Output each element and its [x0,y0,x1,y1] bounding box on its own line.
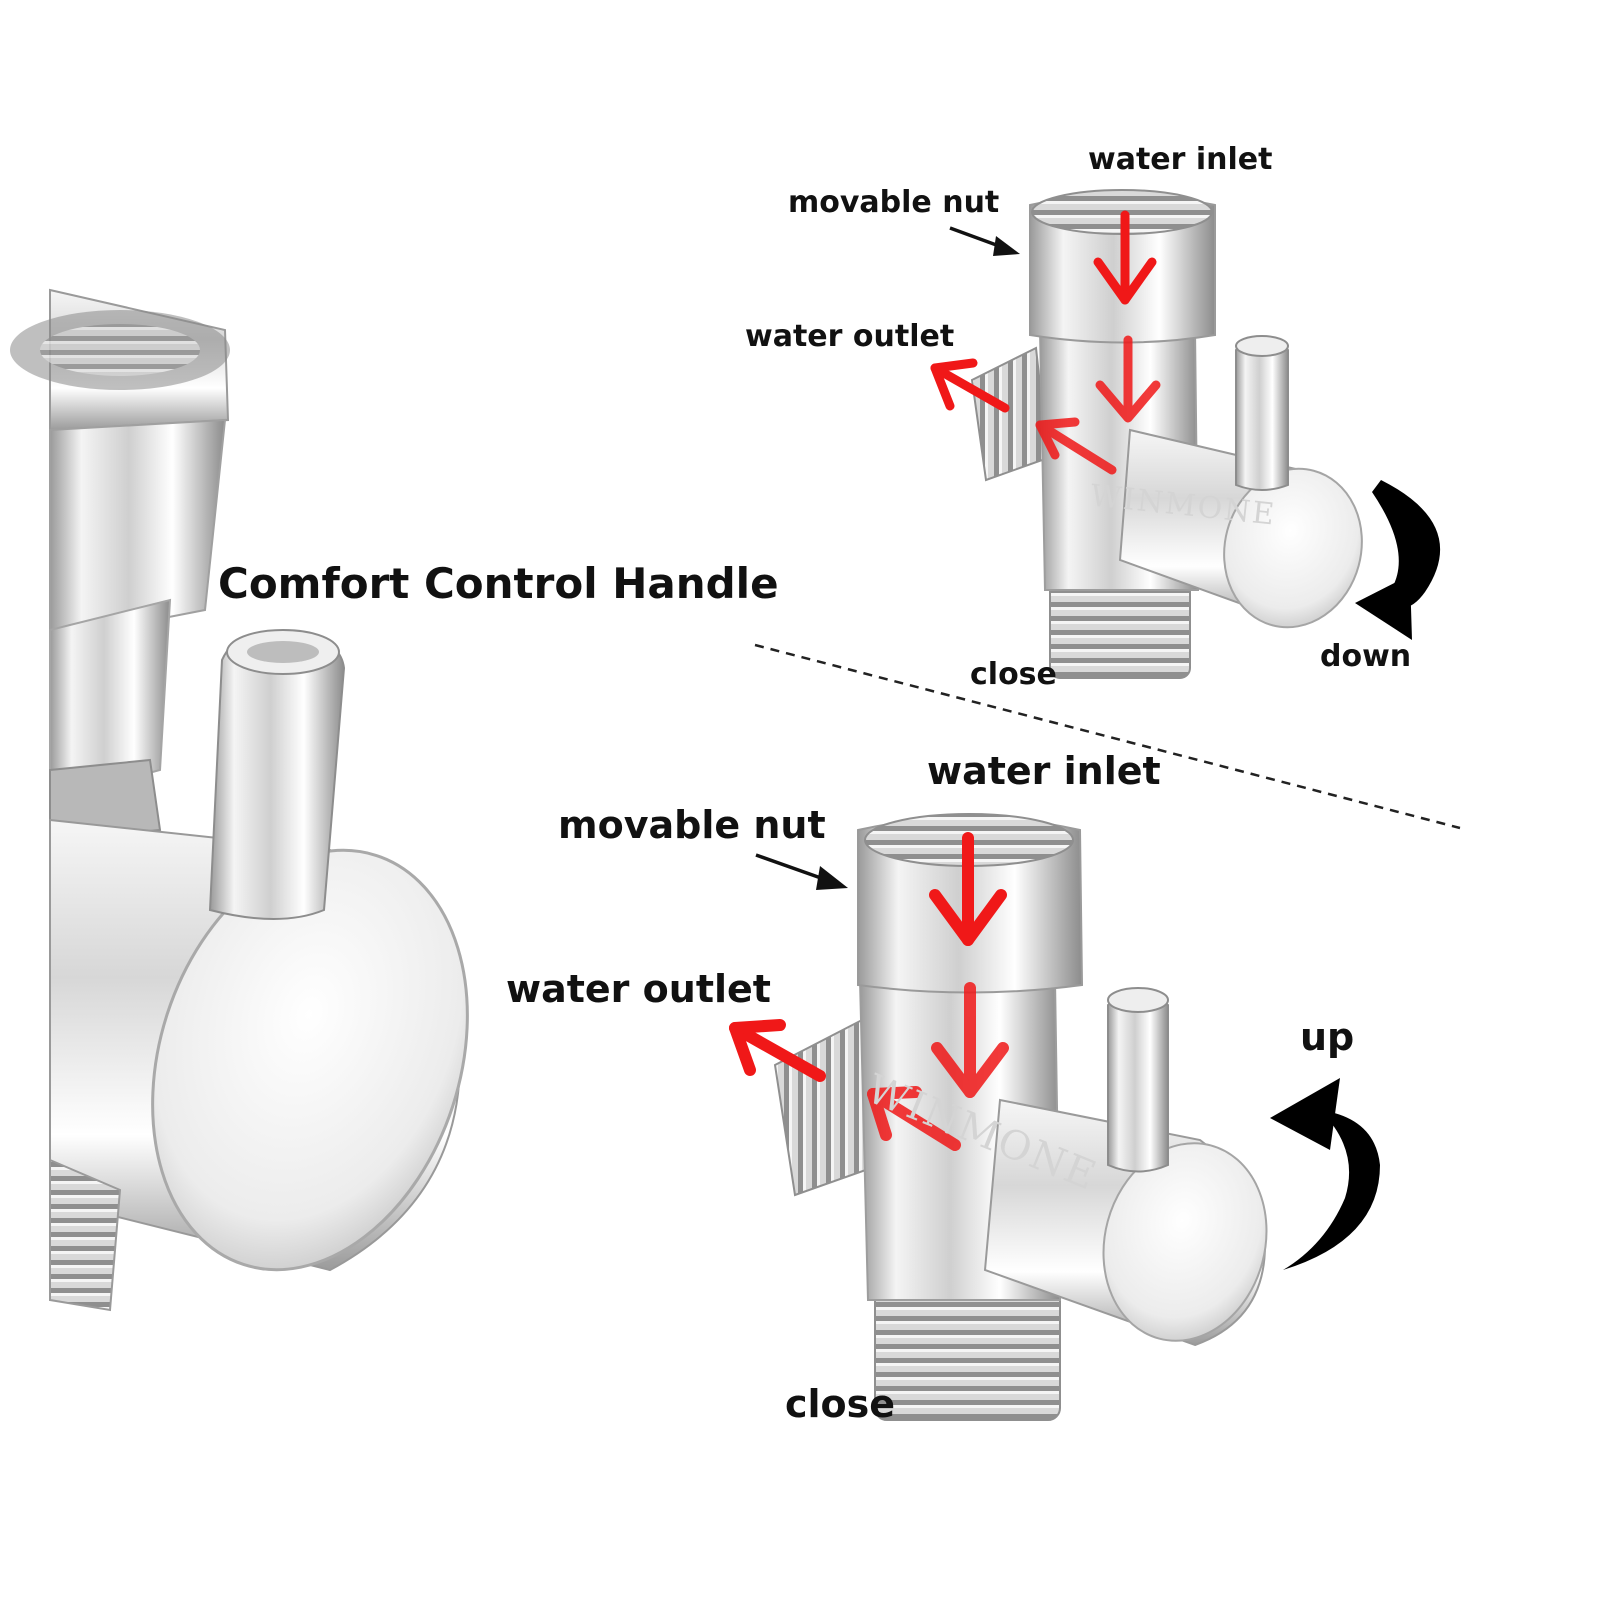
flow-arrow-icon [1095,335,1161,423]
bottom-water-inlet-label: water inlet [927,749,1161,793]
flow-arrow-icon [931,982,1009,1098]
flow-arrow-icon [867,1086,961,1151]
closeup-valve [10,288,469,1312]
flow-arrow-icon [929,832,1007,946]
top-flow-arrows [930,210,1161,475]
bottom-rotation-label-up: up [1300,1015,1355,1059]
top-pointer-icon [949,226,1020,256]
comfort-control-handle-label: Comfort Control Handle [218,559,779,608]
top-close-label: close [970,657,1057,692]
flow-arrow-icon [1035,417,1117,475]
bottom-close-label: close [785,1382,896,1426]
rotate-down-arrow-icon [1355,480,1441,640]
flow-arrow-icon [1093,210,1157,305]
top-water-inlet-label: water inlet [1088,142,1273,177]
bottom-valve [773,813,1268,1421]
top-valve [970,189,1363,679]
bottom-flow-arrows [729,832,1009,1151]
bottom-water-outlet-label: water outlet [506,967,771,1011]
top-water-outlet-label: water outlet [745,319,955,354]
bottom-pointer-icon [755,853,848,890]
top-movable-nut-label: movable nut [788,185,1000,220]
top-rotation-label-down: down [1320,639,1412,674]
bottom-movable-nut-label: movable nut [558,803,826,847]
flow-arrow-icon [930,358,1010,413]
rotate-up-arrow-icon [1270,1078,1380,1270]
flow-arrow-icon [729,1019,826,1082]
